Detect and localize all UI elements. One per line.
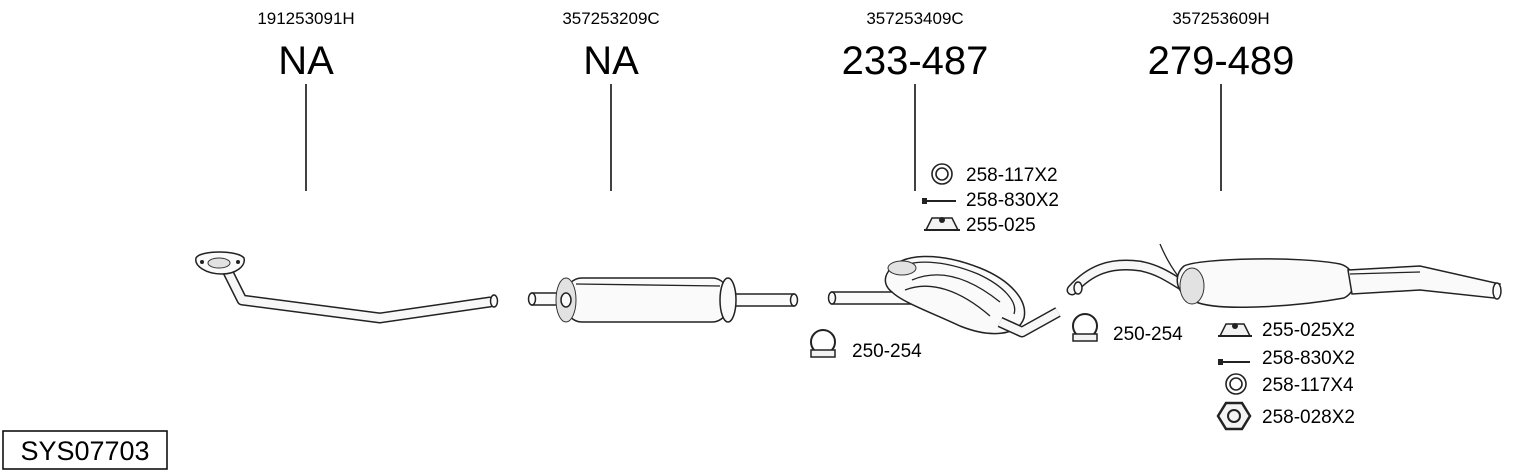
- part-number-2: NA: [583, 39, 639, 83]
- accessory-hex-nut: 258-028X2: [1216, 401, 1355, 431]
- hex-nut-icon: [1216, 401, 1252, 431]
- accessory-label: 258-028X2: [1262, 407, 1355, 428]
- oem-number-2: 357253209C: [562, 9, 659, 28]
- ring-gasket-icon: [931, 163, 953, 185]
- accessory-ring-gasket: 258-117X4: [1225, 373, 1354, 396]
- part-number-1: NA: [278, 39, 334, 83]
- bolt-icon: [922, 198, 956, 204]
- rubber-mount-icon: [1218, 323, 1252, 337]
- oem-number-1: 191253091H: [257, 9, 354, 28]
- bolt-icon: [1218, 359, 1250, 365]
- oem-number-3: 357253409C: [866, 9, 963, 28]
- part-number-4: 279-489: [1148, 39, 1295, 83]
- center-silencer-part: [527, 277, 799, 323]
- clamp-icon: [810, 329, 836, 358]
- clamp-label: 250-254: [852, 341, 922, 362]
- middle-silencer-part: [827, 255, 1061, 338]
- accessory-ring-gasket: 258-117X2: [931, 163, 1058, 186]
- clamp-middle: 250-254: [810, 329, 922, 362]
- oem-number-4: 357253609H: [1172, 9, 1269, 28]
- accessory-label: 258-117X2: [966, 165, 1058, 186]
- accessory-label: 255-025X2: [1262, 320, 1355, 341]
- system-code-box: SYS07703: [2, 430, 168, 470]
- accessory-rubber-mount: 255-025X2: [1218, 320, 1355, 341]
- rubber-mount-icon: [924, 217, 960, 231]
- front-pipe-part: [195, 251, 499, 324]
- accessory-label: 258-117X4: [1262, 375, 1354, 396]
- accessory-rubber-mount: 255-025: [924, 215, 1036, 236]
- accessory-label: 258-830X2: [1262, 348, 1355, 369]
- rear-silencer-part: [1066, 243, 1502, 308]
- accessory-label: 258-830X2: [966, 190, 1059, 211]
- accessory-label: 255-025: [966, 215, 1036, 236]
- clamp-rear: 250-254: [1072, 313, 1183, 345]
- accessory-bolt: 258-830X2: [922, 190, 1059, 211]
- clamp-label: 250-254: [1113, 324, 1183, 345]
- accessory-bolt: 258-830X2: [1218, 348, 1355, 369]
- clamp-icon: [1072, 313, 1098, 342]
- ring-gasket-icon: [1225, 373, 1247, 395]
- part-number-3: 233-487: [842, 39, 989, 83]
- system-code: SYS07703: [20, 436, 149, 466]
